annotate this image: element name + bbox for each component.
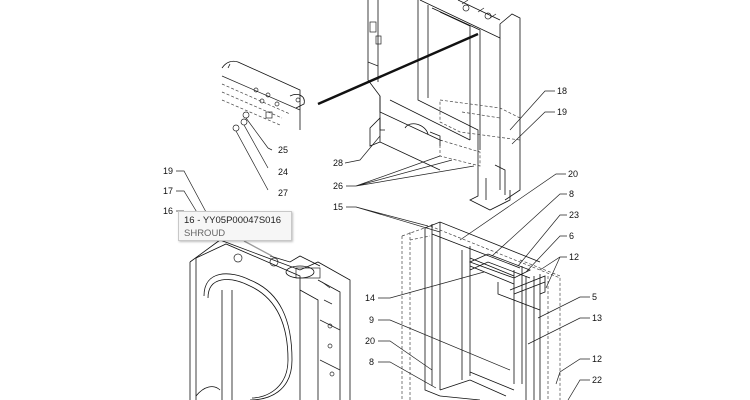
callout-16[interactable]: 16 <box>163 206 173 216</box>
exploded-frame <box>401 221 561 400</box>
callout-15[interactable]: 15 <box>333 202 343 212</box>
tooltip-part-code: 16 - YY05P00047S016 <box>184 215 282 226</box>
callout-14[interactable]: 14 <box>365 293 375 303</box>
callout-9[interactable]: 9 <box>369 315 374 325</box>
tooltip-part-name: SHROUD <box>184 228 226 239</box>
callout-8-bottom[interactable]: 8 <box>369 357 374 367</box>
callout-labels: 28 26 15 25 24 27 18 19 20 8 23 6 12 5 1… <box>163 86 602 385</box>
callout-17[interactable]: 17 <box>163 186 173 196</box>
part-tooltip: 16 - YY05P00047S016 SHROUD <box>178 211 292 241</box>
callout-25[interactable]: 25 <box>278 145 288 155</box>
callout-13[interactable]: 13 <box>592 313 602 323</box>
callout-19-left[interactable]: 19 <box>163 166 173 176</box>
callout-23[interactable]: 23 <box>569 210 579 220</box>
callout-6[interactable]: 6 <box>569 231 574 241</box>
callout-24[interactable]: 24 <box>278 167 288 177</box>
bracket-detail <box>221 60 305 191</box>
upper-radiator-assembly <box>317 0 521 211</box>
callout-28[interactable]: 28 <box>333 158 343 168</box>
callout-5[interactable]: 5 <box>592 292 597 302</box>
callout-12-top[interactable]: 12 <box>569 252 579 262</box>
callout-27[interactable]: 27 <box>278 188 288 198</box>
leader-lines <box>176 90 590 400</box>
callout-20-top[interactable]: 20 <box>568 169 578 179</box>
lower-left-radiator-with-shroud <box>189 239 351 400</box>
callout-26[interactable]: 26 <box>333 181 343 191</box>
callout-20-bottom[interactable]: 20 <box>365 336 375 346</box>
callout-8-top[interactable]: 8 <box>569 189 574 199</box>
callout-18[interactable]: 18 <box>557 86 567 96</box>
callout-19-top[interactable]: 19 <box>557 107 567 117</box>
callout-12-bottom[interactable]: 12 <box>592 354 602 364</box>
callout-22[interactable]: 22 <box>592 375 602 385</box>
